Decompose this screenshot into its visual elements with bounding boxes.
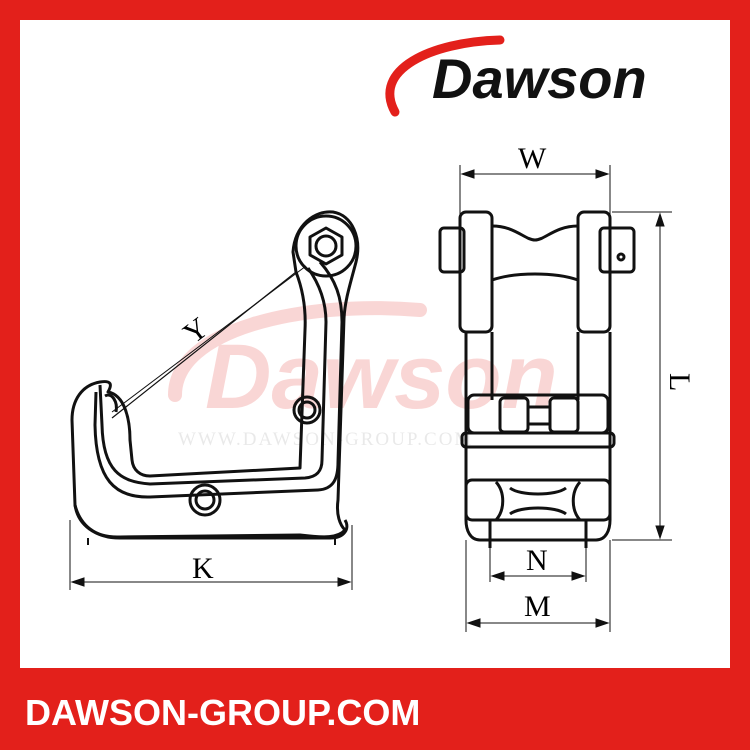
boss-lower-inner (194, 489, 216, 511)
pin-head-left (438, 226, 466, 274)
side-plate-right-upper (576, 210, 612, 334)
pin-end-right (598, 226, 636, 274)
spool-top (491, 224, 579, 242)
watermark-swoosh (168, 301, 427, 402)
logo-swoosh (385, 35, 505, 117)
bottom-spool-right (571, 480, 582, 522)
pin-hole (616, 252, 626, 262)
side-plate-left-upper (458, 210, 494, 334)
dim-n (489, 548, 587, 582)
nut-bore (314, 234, 338, 258)
hook-base (73, 504, 349, 540)
dim-w-arrow-right (595, 169, 610, 179)
nut-icon (308, 226, 344, 266)
dim-n-arrow-left (490, 571, 505, 581)
dim-k-arrow-left (70, 577, 85, 587)
dim-l-arrow-bottom (655, 525, 665, 540)
body-outline (464, 332, 612, 542)
hook-eye (294, 214, 358, 278)
hook-channel-inner (93, 261, 344, 499)
watermark-url: WWW.DAWSON-GROUP.COM (178, 429, 473, 450)
dim-n-label: N (526, 544, 548, 577)
dim-m-arrow-left (466, 618, 481, 628)
bottom-spool-waist (509, 486, 567, 516)
dim-w (459, 165, 611, 215)
footer-url: DAWSON-GROUP.COM (25, 692, 421, 733)
dim-k (69, 520, 353, 590)
dim-k-arrow-right (337, 577, 352, 587)
dim-w-arrow-left (460, 169, 475, 179)
logo: Dawson (385, 35, 647, 117)
hook-front-view (438, 210, 636, 548)
boss-lower (188, 483, 222, 517)
dim-l (612, 211, 672, 541)
dim-m-label: M (524, 590, 551, 623)
spool-top-lower (491, 272, 579, 282)
hook-channel-outer (98, 267, 328, 486)
boss-upper (292, 395, 322, 425)
dim-n-arrow-right (571, 571, 586, 581)
hook-side-view (70, 210, 360, 545)
watermark-brand: Dawson (205, 326, 558, 428)
dim-m (465, 540, 611, 632)
dim-y-line (111, 265, 307, 413)
dim-y (111, 265, 307, 413)
base-ticks (87, 538, 336, 545)
lower-flange (460, 431, 616, 449)
logo-brand-text: Dawson (432, 47, 647, 110)
dim-l-label: L (663, 373, 696, 391)
hook-tip (104, 393, 118, 413)
boss-upper-inner (297, 400, 317, 420)
dim-l-arrow-top (655, 212, 665, 227)
dim-w-label: W (518, 142, 547, 175)
dim-m-arrow-right (595, 618, 610, 628)
bottom-spool-left (494, 480, 505, 522)
drawing-panel (20, 20, 730, 668)
dim-k-label: K (192, 552, 214, 585)
bottom-block (464, 478, 612, 522)
